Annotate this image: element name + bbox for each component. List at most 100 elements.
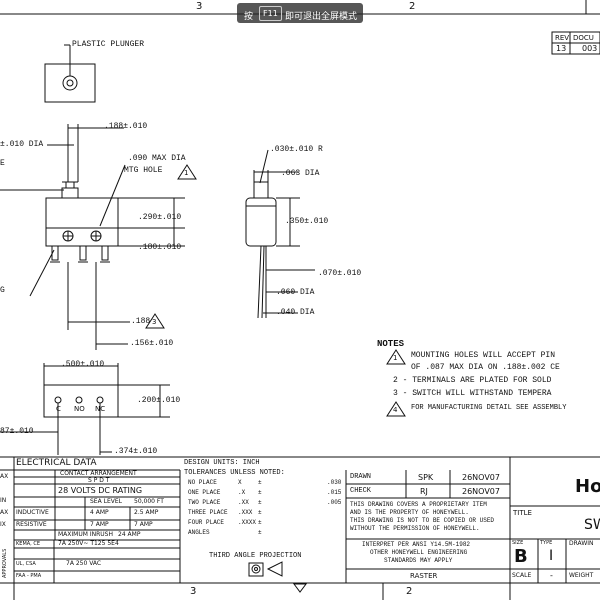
terminal-nc-label: NC [95, 405, 106, 413]
callout-dim-374: .374±.010 [114, 447, 158, 456]
note-1-flag: 1 [393, 354, 398, 362]
edge-label-g: G [0, 286, 5, 295]
zone-bottom-left: 3 [190, 586, 197, 597]
contact-arrangement-label: CONTACT ARRANGEMENT [60, 470, 137, 477]
ansi-line-3: STANDARDS MAY APPLY [384, 557, 453, 564]
scale-value: - [550, 571, 553, 580]
projection-label: THIRD ANGLE PROJECTION [209, 552, 302, 560]
doc-value: 003 [582, 44, 598, 53]
callout-plastic-plunger: PLASTIC PLUNGER [72, 40, 145, 49]
callout-dim-500: .500±.010 [61, 360, 105, 369]
check-by: RJ [420, 487, 428, 496]
electrical-title: ELECTRICAL DATA [16, 458, 97, 468]
inrush-label: MAXIMUM INRUSH [58, 531, 113, 538]
drawn-by: SPK [418, 473, 434, 482]
note-3: 3 - SWITCH WILL WITHSTAND TEMPERA [393, 389, 552, 398]
fullscreen-toast: 按 F11 即可退出全屏模式 [237, 3, 363, 23]
third-angle-projection-icon [249, 563, 283, 577]
tol-row-pm: ± [258, 519, 262, 526]
f11-key-badge: F11 [259, 6, 282, 21]
resistive-sea: 7 AMP [90, 521, 109, 528]
rating-value: 28 VOLTS DC RATING [58, 486, 143, 495]
tol-row-pm: ± [258, 529, 262, 536]
tol-row-format: .XXXX [238, 519, 257, 526]
callout-dim-87: 87±.010 [0, 427, 34, 436]
type-value: I [549, 548, 554, 564]
scale-label: SCALE [512, 572, 532, 579]
inductive-sea: 4 AMP [90, 509, 109, 516]
flag-3-label: 3 [152, 318, 157, 326]
callout-dia-060: .060 DIA [276, 288, 315, 297]
callout-dia-063: .063 DIA [281, 169, 320, 178]
title-value: SW [584, 517, 600, 533]
callout-dim-200: .200±.010 [137, 396, 181, 405]
terminal-c-label: C [56, 405, 61, 413]
ansi-line-2: OTHER HONEYWELL ENGINEERING [370, 549, 468, 556]
tol-row-format: .XX [238, 499, 249, 506]
resistive-alt: 7 AMP [134, 521, 153, 528]
tol-row-label: NO PLACE [188, 479, 217, 486]
resistive-label: RESISTIVE [16, 521, 47, 528]
note-4-flag: 4 [393, 406, 398, 414]
notes-title: NOTES [377, 339, 405, 349]
proprietary-line-4: WITHOUT THE PERMISSION OF HONEYWELL. [350, 525, 480, 532]
approvals-label: APPROVALS [2, 548, 8, 578]
type-label: TYPE [540, 540, 553, 546]
check-date: 26NOV07 [462, 487, 500, 496]
spdt-value: S P D T [88, 477, 110, 484]
callout-dim-188b: .188 [131, 317, 151, 326]
rev-value: 13 [556, 44, 567, 53]
kema-label: KEMA, CE [16, 541, 41, 547]
ul-value: 7A 250 VAC [66, 560, 102, 567]
inductive-alt: 2.5 AMP [134, 509, 159, 516]
tol-row-label: FOUR PLACE [188, 519, 225, 526]
design-units: DESIGN UNITS: INCH [184, 459, 260, 467]
kema-value: 7A 250V~ T125 5E4 [58, 540, 119, 547]
note-4: FOR MANUFACTURING DETAIL SEE ASSEMBLY [411, 404, 567, 412]
tol-row-format: X [238, 479, 242, 486]
tol-row-label: ONE PLACE [188, 489, 221, 496]
title-label: TITLE [513, 509, 532, 517]
callout-dim-070: .070±.010 [318, 269, 362, 278]
size-label: SIZE [512, 540, 524, 546]
note-1-line-2: OF .087 MAX DIA ON .188±.002 CE [411, 363, 560, 372]
doc-label: DOCU [573, 34, 594, 42]
raster-label: RASTER [410, 572, 438, 580]
note-2: 2 - TERMINALS ARE PLATED FOR SOLD [393, 376, 552, 385]
left-cut-4: IX [0, 521, 6, 528]
faa-label: FAA - PMA [16, 573, 42, 579]
callout-dim-350: .350±.010 [285, 217, 329, 226]
size-value: B [514, 546, 528, 567]
callout-r-030: .030±.010 R [270, 145, 323, 154]
terminal-no-label: NO [74, 405, 85, 413]
toast-message: 即可退出全屏模式 [285, 12, 358, 22]
rev-label: REV [555, 34, 570, 42]
tol-row-label: TWO PLACE [188, 499, 221, 506]
edge-label-e: E [0, 159, 5, 168]
callout-dia-040: .040 DIA [276, 308, 315, 317]
tolerance-note: TOLERANCES UNLESS NOTED: [184, 469, 285, 477]
tol-row-pm: ± [258, 499, 262, 506]
tol-row-pm: ± [258, 479, 262, 486]
note-1-line-1: MOUNTING HOLES WILL ACCEPT PIN [411, 351, 556, 360]
callout-dim-156: .156±.010 [130, 339, 174, 348]
altitude-header: 50,000 FT [134, 498, 164, 505]
check-label: CHECK [350, 487, 372, 495]
weight-label: WEIGHT [569, 572, 594, 579]
zone-bottom-right: 2 [406, 586, 413, 597]
company-logo: Ho [575, 476, 600, 497]
left-cut-3: AX [0, 509, 9, 516]
drawn-label: DRAWN [350, 473, 372, 481]
callout-dim-188: .188±.010 [104, 122, 148, 131]
proprietary-line-1: THIS DRAWING COVERS A PROPRIETARY ITEM [350, 501, 487, 508]
callout-mtg-hole: MTG HOLE [124, 166, 163, 175]
left-cut-2: IN [0, 497, 7, 504]
proprietary-line-3: THIS DRAWING IS NOT TO BE COPIED OR USED [350, 517, 495, 524]
ansi-line-1: INTERPRET PER ANSI Y14.5M-1982 [362, 541, 471, 548]
tol-value-3: .005 [327, 499, 342, 506]
tol-row-format: .X [238, 489, 246, 496]
proprietary-line-2: AND IS THE PROPERTY OF HONEYWELL. [350, 509, 469, 516]
toast-prefix: 按 [244, 12, 254, 22]
callout-dim-180: .180±.010 [138, 243, 182, 252]
